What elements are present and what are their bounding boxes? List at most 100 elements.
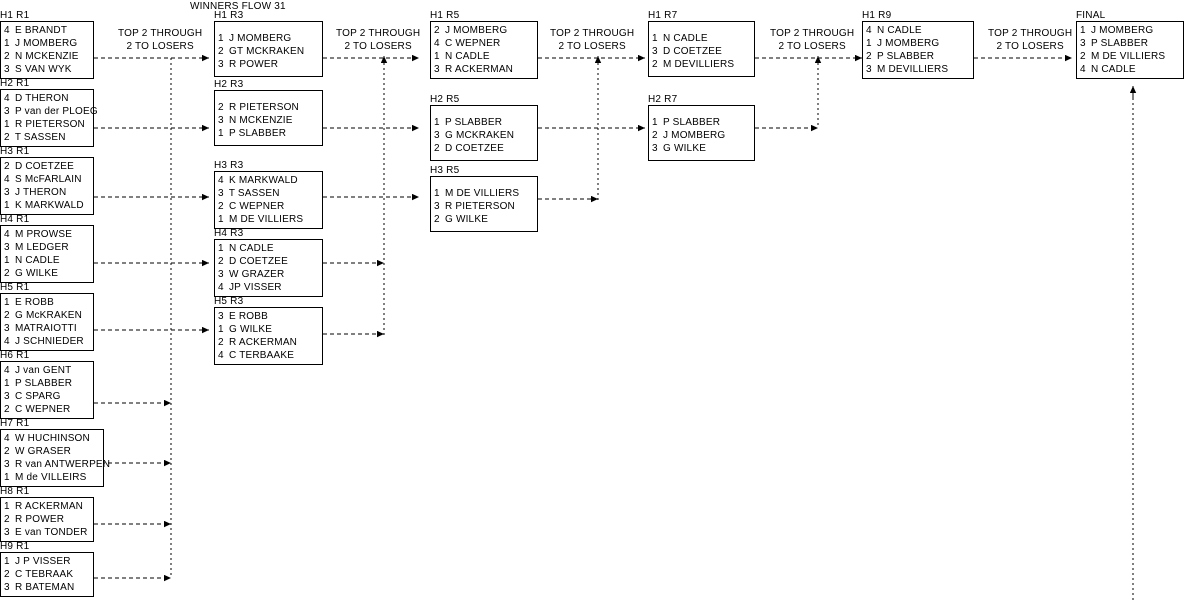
heat-h8-r1[interactable]: H8 R1 1 R ACKERMAN 2 R POWER 3 E van TON… [0,486,94,542]
heat-h1-r1[interactable]: H1 R1 4 E BRANDT 1 J MOMBERG 2 N MCKENZI… [0,10,94,79]
entry-row: 3 E van TONDER [4,526,93,539]
heat-box: 1 N CADLE 3 D COETZEE 2 M DEVILLIERS [648,21,755,77]
entry-name: T SASSEN [14,132,66,143]
entry-name: G WILKE [444,214,489,225]
heat-h1-r5[interactable]: H1 R5 2 J MOMBERG 4 C WEPNER 1 N CADLE 3… [430,10,538,79]
heat-h4-r1[interactable]: H4 R1 4 M PROWSE 3 M LEDGER 1 N CADLE 2 … [0,214,94,283]
heat-h3-r1[interactable]: H3 R1 2 D COETZEE 4 S McFARLAIN 3 J THER… [0,146,94,215]
entry-name: M DE VILLIERS [1090,51,1166,62]
entry-name: W HUCHINSON [14,433,90,444]
entry-name: C WEPNER [228,201,285,212]
entry-row: 3 E ROBB [218,310,322,323]
entry-row: 1 R ACKERMAN [4,500,93,513]
heat-h9-r1[interactable]: H9 R1 1 J P VISSER 2 C TEBRAAK 3 R BATEM… [0,541,94,597]
entry-position: 3 [4,582,10,593]
heat-h7-r1[interactable]: H7 R1 4 W HUCHINSON 2 W GRASER 3 R van A… [0,418,110,487]
entry-name: M de VILLEIRS [14,472,87,483]
entry-row: 2 GT MCKRAKEN [218,45,322,58]
entry-name: D THERON [14,93,69,104]
heat-h1-r9[interactable]: H1 R9 4 N CADLE 1 J MOMBERG 2 P SLABBER … [862,10,974,79]
entry-name: C WEPNER [444,38,501,49]
heat-final[interactable]: FINAL 1 J MOMBERG 3 P SLABBER 2 M DE VIL… [1076,10,1184,79]
entry-position: 4 [4,93,10,104]
heat-h1-r3[interactable]: H1 R3 1 J MOMBERG 2 GT MCKRAKEN 3 R POWE… [214,10,323,77]
entry-row: 4 C TERBAAKE [218,349,322,362]
entry-row: 2 D COETZEE [4,160,93,173]
heat-box: 1 J P VISSER 2 C TEBRAAK 3 R BATEMAN [0,552,94,597]
entry-name: R PIETERSON [14,119,85,130]
entry-name: J MOMBERG [1090,25,1154,36]
entry-position: 4 [866,25,872,36]
heat-h2-r7[interactable]: H2 R7 1 P SLABBER 2 J MOMBERG 3 G WILKE [648,94,755,161]
entry-name: K MARKWALD [228,175,298,186]
entry-name: C TERBAAKE [228,350,295,361]
heat-box: 1 M DE VILLIERS 3 R PIETERSON 2 G WILKE [430,176,538,232]
entry-position: 1 [4,297,10,308]
heat-label: H2 R1 [0,78,30,89]
entry-row: 2 R POWER [4,513,93,526]
entry-row: 4 K MARKWALD [218,174,322,187]
heat-label: H3 R3 [214,160,244,171]
heat-h2-r3[interactable]: H2 R3 2 R PIETERSON 3 N MCKENZIE 1 P SLA… [214,79,323,146]
entry-row: 3 R ACKERMAN [434,63,537,76]
entry-row: 4 N CADLE [866,24,973,37]
entry-name: E van TONDER [14,527,88,538]
heat-label: H5 R1 [0,282,30,293]
heat-h2-r5[interactable]: H2 R5 1 P SLABBER 3 G MCKRAKEN 2 D COETZ… [430,94,538,161]
heat-h4-r3[interactable]: H4 R3 1 N CADLE 2 D COETZEE 3 W GRAZER 4… [214,228,323,297]
heat-box: 1 R ACKERMAN 2 R POWER 3 E van TONDER [0,497,94,542]
entry-name: D COETZEE [444,143,505,154]
entry-name: G WILKE [228,324,273,335]
entry-position: 2 [4,310,10,321]
entry-position: 3 [218,269,224,280]
entry-name: R BATEMAN [14,582,75,593]
entry-name: N CADLE [228,243,274,254]
heat-h5-r1[interactable]: H5 R1 1 E ROBB 2 G McKRAKEN 3 MATRAIOTTI… [0,282,94,351]
heat-label: H3 R1 [0,146,30,157]
entry-row: 3 R BATEMAN [4,581,93,594]
entry-row: 2 D COETZEE [434,142,537,155]
heat-box: 4 D THERON 3 P van der PLOEG 1 R PIETERS… [0,89,98,147]
entry-name: N MCKENZIE [228,115,293,126]
heat-h5-r3[interactable]: H5 R3 3 E ROBB 1 G WILKE 2 R ACKERMAN 4 … [214,296,323,365]
entry-position: 1 [434,188,440,199]
heat-h1-r7[interactable]: H1 R7 1 N CADLE 3 D COETZEE 2 M DEVILLIE… [648,10,755,77]
entry-position: 3 [652,143,658,154]
entry-name: R ACKERMAN [228,337,298,348]
entry-row: 3 R van ANTWERPEN [4,458,110,471]
entry-name: G McKRAKEN [14,310,82,321]
entry-row: 4 J SCHNIEDER [4,335,93,348]
flow-note-line-1: TOP 2 THROUGH [770,28,855,39]
entry-row: 1 N CADLE [652,32,754,45]
entry-name: G WILKE [14,268,59,279]
entry-name: JP VISSER [228,282,282,293]
entry-name: P SLABBER [876,51,935,62]
heat-h3-r5[interactable]: H3 R5 1 M DE VILLIERS 3 R PIETERSON 2 G … [430,165,538,232]
entry-row: 1 R PIETERSON [4,118,93,131]
entry-row: 1 M DE VILLIERS [434,187,537,200]
entry-name: J MOMBERG [876,38,940,49]
entry-position: 1 [652,33,658,44]
heat-h6-r1[interactable]: H6 R1 4 J van GENT 1 P SLABBER 3 C SPARG… [0,350,94,419]
entry-position: 4 [4,336,10,347]
heat-box: 2 J MOMBERG 4 C WEPNER 1 N CADLE 3 R ACK… [430,21,538,79]
entry-name: R POWER [228,59,279,70]
entry-row: 1 P SLABBER [4,377,93,390]
entry-position: 3 [218,188,224,199]
entry-name: N CADLE [662,33,708,44]
heat-label: H4 R1 [0,214,30,225]
entry-name: P SLABBER [662,117,721,128]
entry-name: R PIETERSON [228,102,299,113]
entry-position: 2 [4,132,10,143]
entry-row: 3 G WILKE [652,142,754,155]
entry-row: 4 N CADLE [1080,63,1183,76]
flow-note-line-2: 2 TO LOSERS [558,41,626,52]
heat-h2-r1[interactable]: H2 R1 4 D THERON 3 P van der PLOEG 1 R P… [0,78,98,147]
flow-note-line-2: 2 TO LOSERS [344,41,412,52]
entry-row: 3 D COETZEE [652,45,754,58]
heat-h3-r3[interactable]: H3 R3 4 K MARKWALD 3 T SASSEN 2 C WEPNER… [214,160,323,229]
entry-position: 4 [218,350,224,361]
heat-box: 1 J MOMBERG 3 P SLABBER 2 M DE VILLIERS … [1076,21,1184,79]
heat-box: 3 E ROBB 1 G WILKE 2 R ACKERMAN 4 C TERB… [214,307,323,365]
entry-position: 3 [4,459,10,470]
